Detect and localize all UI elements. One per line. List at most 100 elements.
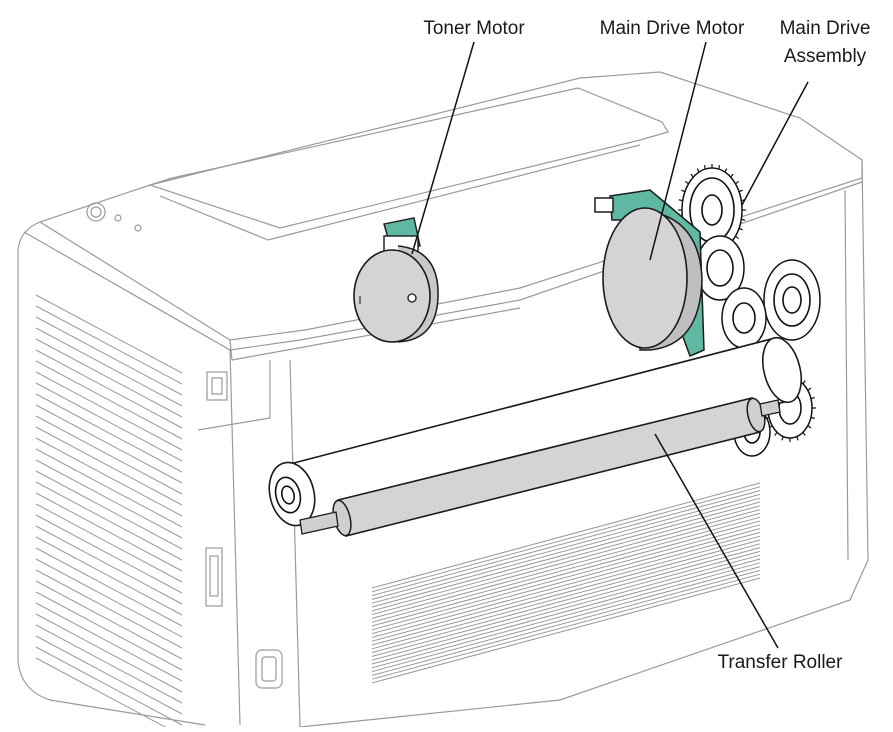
toner-motor: [353, 217, 439, 343]
vent-slat: [35, 360, 183, 440]
vent-slat: [371, 569, 761, 676]
gear-tooth: [738, 189, 743, 193]
vent-slat: [371, 505, 761, 612]
gear-tooth: [696, 168, 700, 173]
gear-tooth: [730, 173, 734, 178]
vent-slat: [35, 294, 183, 374]
leader-toner-motor: [411, 41, 475, 255]
vent-slat: [35, 426, 183, 506]
vent-slat: [35, 305, 183, 385]
gear-tooth: [735, 180, 739, 185]
vent-slat: [35, 514, 183, 594]
gear-tooth: [678, 199, 683, 202]
gear-tooth: [741, 218, 746, 221]
vent-slat: [371, 490, 761, 597]
gear-tooth: [724, 168, 728, 173]
vent-slat: [35, 569, 183, 649]
vent-slat: [371, 566, 761, 673]
gear-tooth: [765, 416, 770, 420]
vent-slat: [35, 371, 183, 451]
vent-slat: [371, 535, 761, 642]
vent-slat: [371, 531, 761, 638]
gear-tooth: [718, 165, 721, 170]
vent-slat: [35, 536, 183, 616]
gear-tooth: [681, 189, 686, 193]
vent-slat: [35, 349, 183, 429]
leader-transfer-roller: [654, 433, 779, 649]
vent-slat: [371, 543, 761, 650]
main-drive-assembly: [678, 164, 821, 457]
gear-tooth: [738, 227, 743, 231]
vent-slat: [371, 528, 761, 635]
rear-ports: [197, 360, 283, 689]
gear-tooth: [735, 235, 739, 240]
leader-main-drive-assembly: [741, 81, 809, 206]
gear-tooth: [810, 416, 815, 420]
vent-slat: [35, 481, 183, 561]
vent-slat: [35, 591, 183, 671]
gear-tooth: [690, 173, 694, 178]
vent-slat: [371, 520, 761, 627]
vent-slat: [371, 554, 761, 661]
vent-slat: [35, 327, 183, 407]
vent-slat: [35, 613, 183, 693]
gear-tooth: [796, 436, 799, 441]
vent-slat: [371, 524, 761, 631]
vent-slat: [35, 624, 183, 704]
vent-slat: [35, 657, 176, 732]
front-vent-grille: [371, 482, 761, 684]
label-transfer-roller: Transfer Roller: [718, 652, 844, 673]
gear-tooth: [802, 431, 806, 436]
vent-slat: [35, 635, 183, 715]
vent-slat: [371, 501, 761, 608]
transfer-roller-assembly: [268, 336, 803, 537]
vent-slat: [371, 516, 761, 623]
gear-tooth: [774, 431, 778, 436]
vent-slat: [371, 497, 761, 604]
vent-slat: [371, 493, 761, 600]
label-main-drive-assembly-line2: Assembly: [784, 46, 867, 67]
vent-slat: [35, 602, 183, 682]
vent-slat: [35, 580, 183, 660]
vent-slat: [371, 573, 761, 680]
gear-tooth: [810, 396, 815, 400]
leader-lines: [411, 41, 809, 649]
gear-tooth: [685, 180, 689, 185]
label-main-drive-assembly-line1: Main Drive: [780, 18, 871, 39]
label-main-drive-motor: Main Drive Motor: [600, 18, 745, 39]
vent-slat: [35, 393, 183, 473]
vent-slat: [371, 539, 761, 646]
vent-slat: [371, 512, 761, 619]
main-drive-motor: [594, 189, 705, 358]
vent-slat: [371, 550, 761, 657]
vent-slat: [35, 448, 183, 528]
vent-slat: [35, 415, 183, 495]
vent-slat: [35, 503, 183, 583]
gear-tooth: [781, 436, 784, 441]
gear-tooth: [768, 425, 773, 429]
printer-housing: [17, 71, 869, 728]
vent-slat: [35, 404, 183, 484]
leader-main-drive-motor: [649, 41, 707, 261]
vent-slat: [371, 577, 761, 684]
gear-tooth: [807, 387, 812, 391]
vent-slat: [35, 316, 183, 396]
gear-tooth: [807, 425, 812, 429]
vent-slat: [371, 558, 761, 665]
vent-slat: [35, 525, 183, 605]
vent-slat: [371, 547, 761, 654]
vent-slat: [35, 470, 183, 550]
vent-slat: [371, 562, 761, 669]
vent-slat: [35, 338, 183, 418]
vent-slat: [371, 482, 761, 589]
vent-slat: [35, 437, 183, 517]
vent-slat: [35, 558, 183, 638]
gear-tooth: [703, 165, 706, 170]
vent-slat: [35, 382, 183, 462]
vent-slat: [35, 492, 183, 572]
label-toner-motor: Toner Motor: [423, 18, 525, 39]
vent-slat: [35, 646, 183, 726]
side-vent-grille: [35, 294, 183, 732]
